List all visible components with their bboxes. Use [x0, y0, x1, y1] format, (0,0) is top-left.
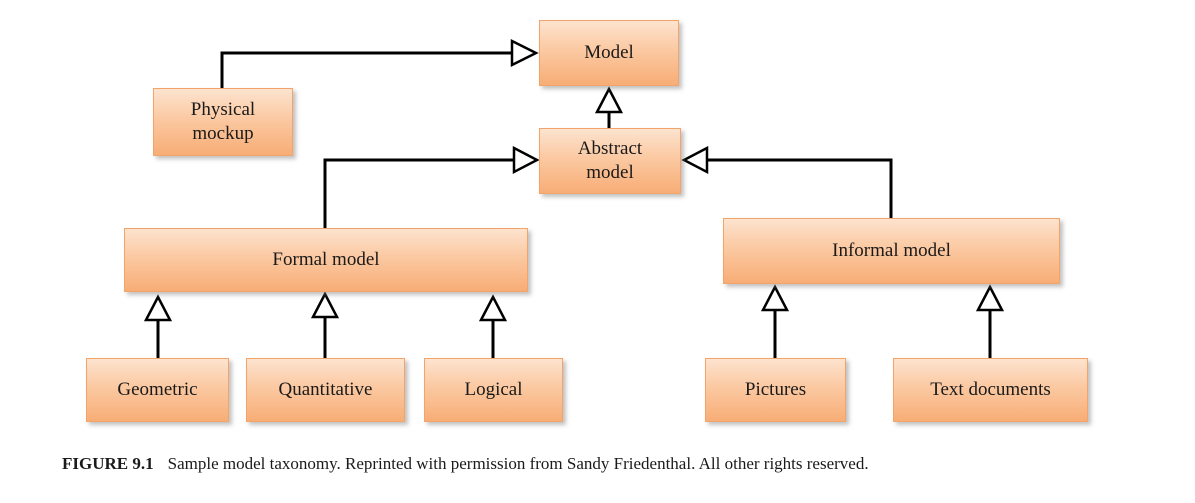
node-formal-model-label: Formal model	[272, 249, 380, 270]
arrowhead-formal-3	[478, 294, 508, 322]
arrowhead-abstract-left	[512, 145, 540, 175]
node-informal-model-label: Informal model	[832, 240, 951, 261]
edge-informal-to-abstract	[707, 158, 893, 218]
node-abstract-model-label: Abstract model	[577, 138, 643, 183]
node-abstract-model: Abstract model	[539, 128, 681, 194]
arrowhead-informal-1	[760, 284, 790, 312]
node-geometric: Geometric	[86, 358, 229, 422]
node-logical: Logical	[424, 358, 563, 422]
edge-physical-to-model	[220, 51, 512, 88]
node-physical-mockup-label: Physical mockup	[190, 99, 256, 144]
node-formal-model: Formal model	[124, 228, 528, 292]
generalization-connectors	[143, 38, 1005, 358]
node-text-documents-label: Text documents	[930, 379, 1051, 400]
node-quantitative: Quantitative	[246, 358, 405, 422]
node-text-documents: Text documents	[893, 358, 1088, 422]
node-pictures-label: Pictures	[744, 379, 807, 400]
arrowhead-model-bottom	[594, 86, 624, 114]
arrowhead-formal-1	[143, 294, 173, 322]
node-physical-mockup: Physical mockup	[153, 88, 293, 156]
node-model: Model	[539, 20, 679, 86]
figure-label: FIGURE 9.1	[62, 454, 154, 473]
edge-formal-to-abstract	[323, 158, 514, 228]
figure-caption: FIGURE 9.1 Sample model taxonomy. Reprint…	[62, 454, 1162, 474]
arrowhead-abstract-right	[681, 145, 709, 175]
node-pictures: Pictures	[705, 358, 846, 422]
node-geometric-label: Geometric	[117, 379, 198, 400]
arrowhead-model-left	[510, 38, 539, 68]
figure-caption-text: Sample model taxonomy. Reprinted with pe…	[167, 454, 869, 473]
arrowhead-informal-2	[975, 284, 1005, 312]
node-model-label: Model	[584, 42, 634, 63]
node-logical-label: Logical	[464, 379, 523, 400]
model-taxonomy-diagram: Model Physical mockup Abstract model For…	[86, 20, 1088, 422]
node-informal-model: Informal model	[723, 218, 1060, 284]
node-quantitative-label: Quantitative	[278, 379, 373, 400]
arrowhead-formal-2	[310, 291, 340, 319]
